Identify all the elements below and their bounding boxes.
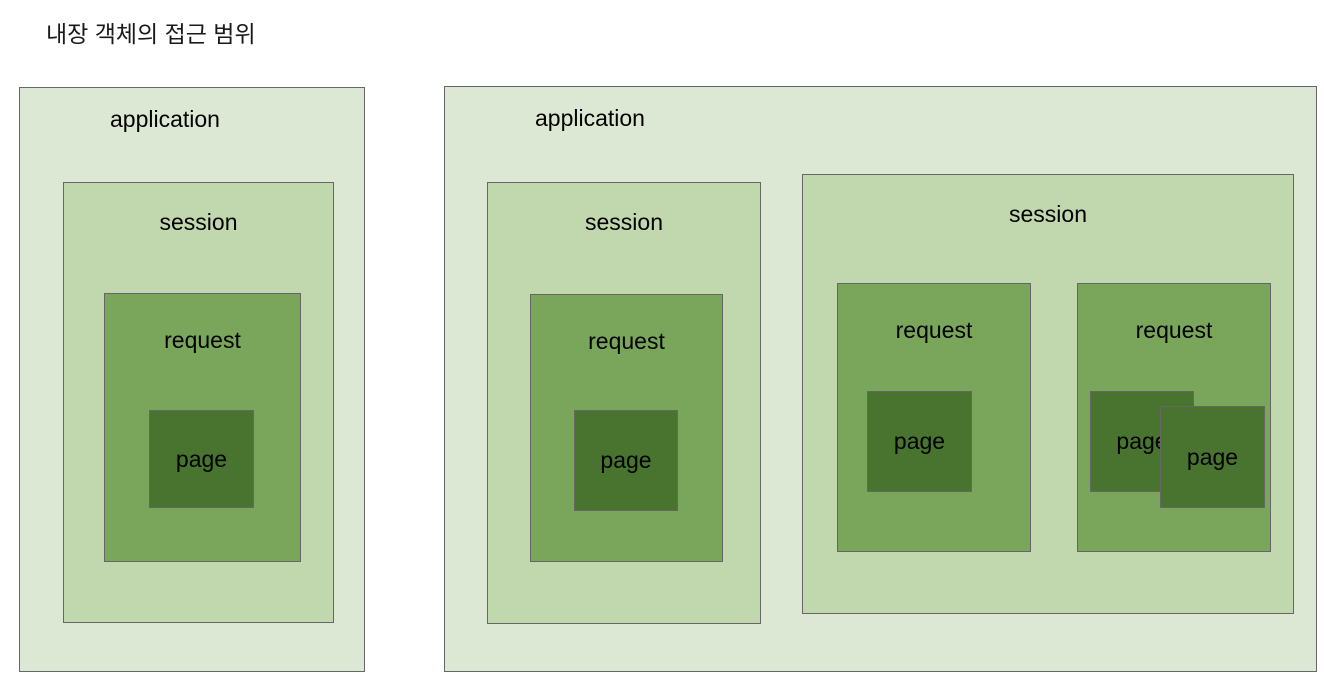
session-box-right-1: session request page [487,182,761,624]
page-box-right-2: page [867,391,972,492]
application-box-right: application session request page session… [444,86,1317,672]
page-box-left: page [149,410,254,508]
page-box-right-1: page [574,410,678,511]
page-box-right-3-front: page [1160,406,1265,508]
request-box-right-2: request page [837,283,1031,552]
request-label: request [588,328,665,354]
session-label: session [159,209,238,235]
session-label: session [585,209,663,235]
page-label: page [1186,443,1239,470]
request-label: request [1135,317,1213,343]
request-label: request [895,317,973,343]
page-label: page [1116,428,1168,454]
session-label: session [1009,201,1087,227]
session-box-left: session request page [63,182,334,623]
request-box-right-1: request page [530,294,723,562]
application-label: application [535,105,645,131]
page-title: 내장 객체의 접근 범위 [46,21,256,47]
request-box-right-3: request page page [1077,283,1271,552]
page-label: page [893,428,946,454]
page-label: page [600,447,652,473]
application-box-left: application session request page [19,87,365,672]
request-box-left: request page [104,293,301,562]
session-box-right-2: session request page request page page [802,174,1294,614]
application-label: application [110,106,220,132]
page-label: page [175,445,228,472]
request-label: request [164,327,241,353]
